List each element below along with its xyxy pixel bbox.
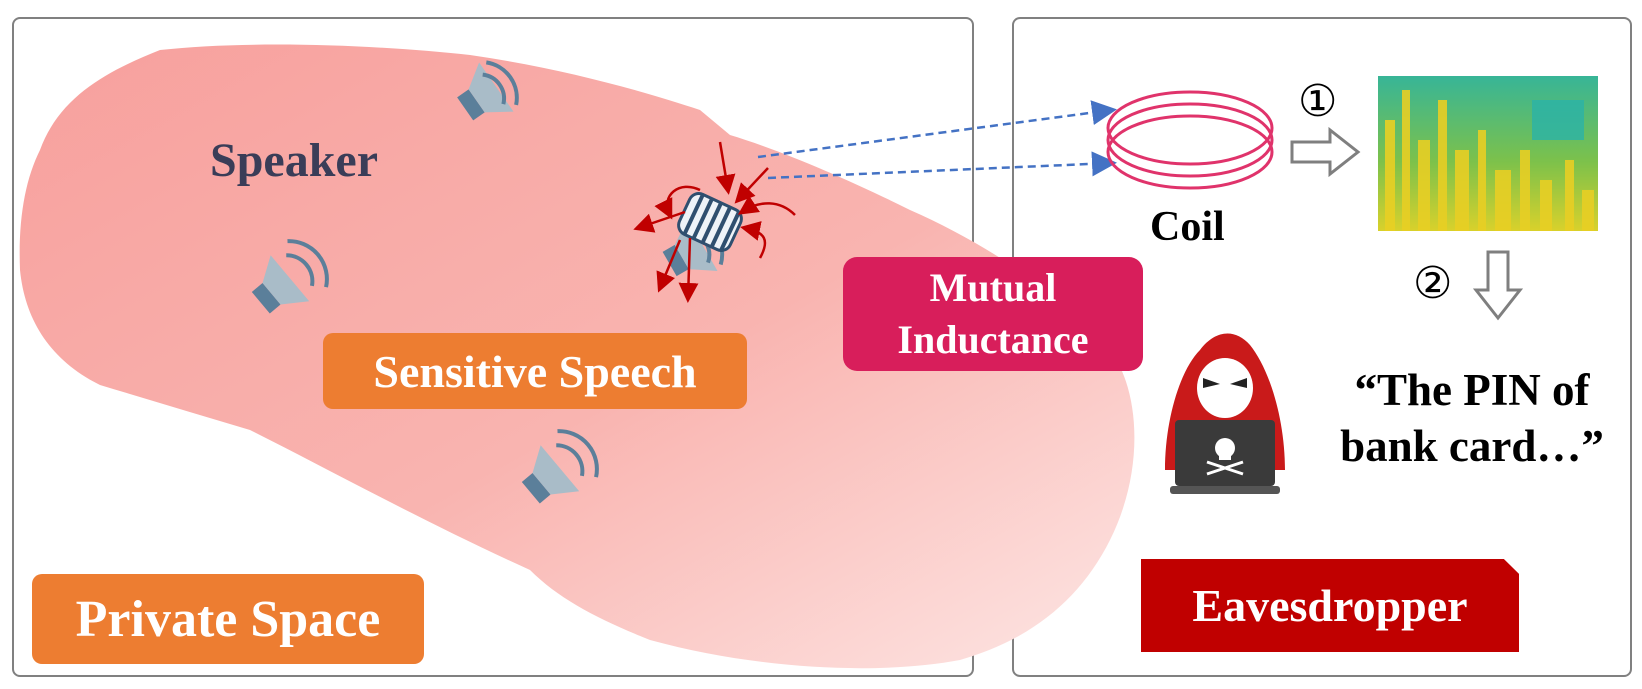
coupling-arrows <box>757 100 1117 180</box>
pickup-coil-icon <box>1106 90 1274 190</box>
mutual-inductance-label: Mutual Inductance <box>843 257 1143 371</box>
spectrogram-icon <box>1378 76 1598 231</box>
eavesdropper-label: Eavesdropper <box>1141 559 1519 652</box>
speaker-label: Speaker <box>210 134 378 187</box>
magnetic-field-arrows <box>633 141 796 303</box>
step-two-marker: ② <box>1413 258 1453 309</box>
hollow-arrow-icon <box>1472 250 1524 321</box>
mutual-inductance-line1: Mutual <box>929 265 1057 310</box>
hollow-arrow-icon <box>1290 126 1361 178</box>
coil-label: Coil <box>1150 204 1225 250</box>
step-one-marker: ① <box>1298 76 1338 127</box>
quote-line1: “The PIN of <box>1354 365 1590 415</box>
sensitive-speech-label: Sensitive Speech <box>323 333 747 409</box>
laptop-skull-icon <box>1170 420 1280 494</box>
inductor-coil-icon <box>677 192 743 253</box>
speaker-icon <box>521 429 599 504</box>
speaker-icon <box>457 60 519 121</box>
private-space-label: Private Space <box>32 574 424 664</box>
recovered-speech-quote: “The PIN of bank card…” <box>1312 362 1632 474</box>
mutual-inductance-line2: Inductance <box>897 317 1089 362</box>
speaker-icon <box>251 239 329 314</box>
quote-line2: bank card…” <box>1340 421 1604 471</box>
